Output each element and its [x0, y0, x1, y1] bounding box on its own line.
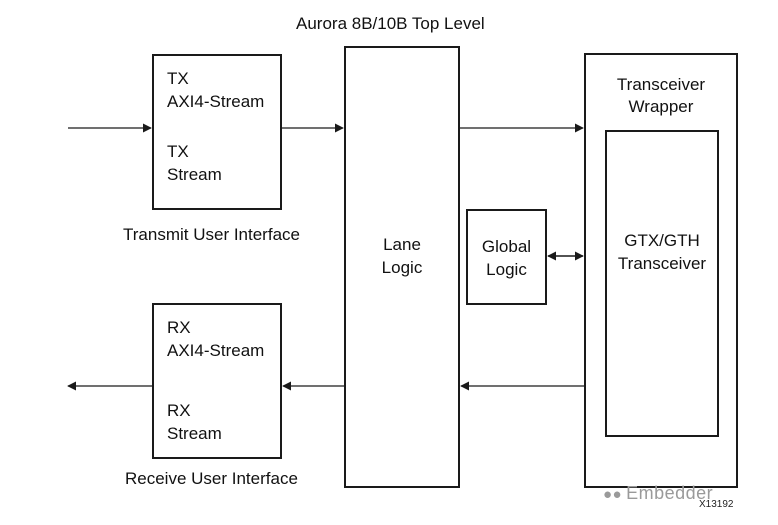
tx-axi4-stream-label: AXI4-Stream [167, 92, 265, 111]
watermark-text: Embedder [626, 483, 714, 503]
receive-user-interface-caption: Receive User Interface [125, 469, 298, 488]
gtx-gth-transceiver-block [605, 130, 719, 437]
transceiver-wrapper-label-line2: Wrapper [628, 97, 694, 116]
diagram-title: Aurora 8B/10B Top Level [296, 14, 485, 33]
tx-label: TX [167, 69, 189, 88]
global-logic-label-line2: Logic [486, 260, 527, 279]
transmit-user-interface-caption: Transmit User Interface [123, 225, 300, 244]
rx-axi4-stream-label: AXI4-Stream [167, 341, 265, 360]
figure-code: X13192 [699, 499, 734, 510]
watermark: ●●Embedder [603, 483, 713, 504]
tx-stream-label-top: TX [167, 142, 189, 161]
tx-user-interface-block [152, 54, 282, 210]
rx-user-interface-block [152, 303, 282, 459]
global-logic-block [466, 209, 547, 305]
lane-logic-label-line1: Lane [383, 235, 421, 254]
rx-stream-label-bottom: Stream [167, 424, 222, 443]
rx-stream-label-top: RX [167, 401, 191, 420]
global-logic-label-line1: Global [481, 237, 532, 256]
lane-logic-label-line2: Logic [381, 258, 423, 277]
rx-label: RX [167, 318, 191, 337]
wechat-icon: ●● [603, 486, 623, 503]
lane-logic-block [344, 46, 460, 488]
transceiver-wrapper-label-line1: Transceiver [616, 75, 706, 94]
tx-stream-label-bottom: Stream [167, 165, 222, 184]
gtx-gth-label-line1: GTX/GTH [624, 231, 700, 250]
transceiver-label-line2: Transceiver [617, 254, 707, 273]
